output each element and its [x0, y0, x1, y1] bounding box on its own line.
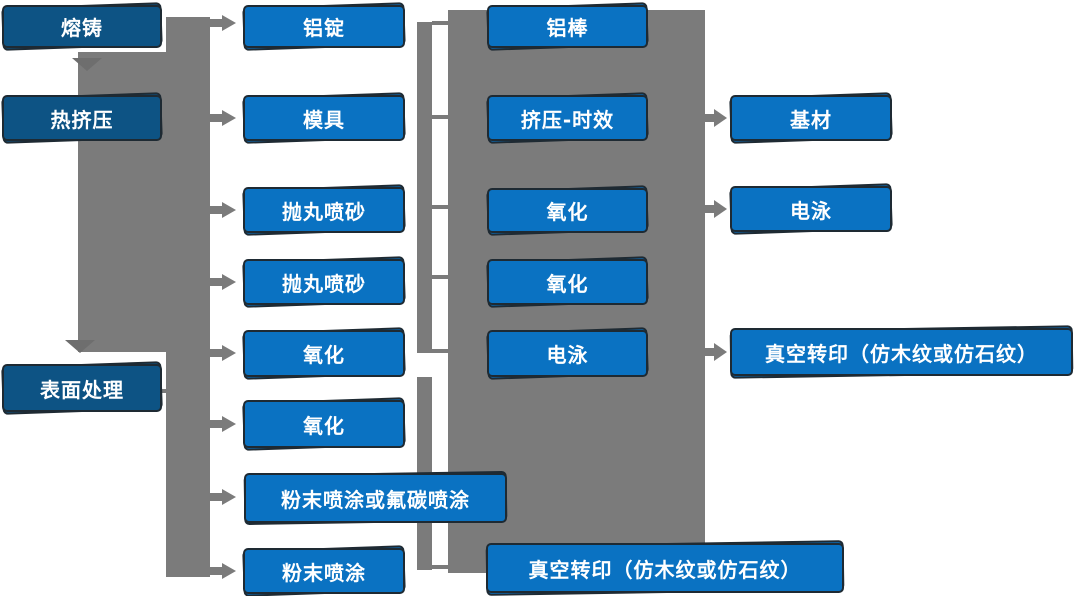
connector-bridge-6	[432, 565, 448, 569]
arm-to-anodizing-1	[210, 349, 222, 357]
connector-band-left-narrow	[166, 17, 210, 577]
node-anodizing-1-label: 氧化	[243, 330, 405, 377]
connector-line-surface-treatment	[161, 389, 173, 393]
connector-bridge-5	[432, 349, 448, 353]
node-anodizing-4: 氧化	[487, 259, 648, 305]
node-base-material: 基材	[730, 95, 892, 141]
arrow-to-shot-blast-1	[222, 202, 236, 218]
node-extrusion-aging: 挤压-时效	[487, 95, 648, 141]
node-hot-extrusion: 热挤压	[2, 95, 162, 141]
node-hot-extrusion-label: 热挤压	[2, 95, 162, 141]
node-electrophoresis-1: 电泳	[487, 330, 648, 377]
node-shot-blast-1: 抛丸喷砂	[243, 187, 405, 233]
arm-to-powder-coating	[210, 567, 222, 575]
arrow-to-electrophoresis-2	[714, 200, 727, 218]
arrow-to-anodizing-1	[222, 345, 236, 361]
node-anodizing-2: 氧化	[243, 400, 405, 448]
node-powder-coating: 粉末喷涂	[243, 548, 405, 594]
node-anodizing-4-label: 氧化	[487, 259, 648, 305]
node-aluminum-rod: 铝棒	[487, 5, 648, 48]
node-aluminum-rod-label: 铝棒	[487, 5, 648, 48]
connector-bridge-2	[432, 115, 448, 119]
arrow-to-powder-or-fluoro	[222, 489, 236, 505]
node-electrophoresis-1-label: 电泳	[487, 330, 648, 377]
node-anodizing-1: 氧化	[243, 330, 405, 377]
connector-bridge-1	[432, 21, 448, 25]
node-extrusion-aging-label: 挤压-时效	[487, 95, 648, 141]
node-shot-blast-2: 抛丸喷砂	[243, 259, 405, 305]
node-vacuum-transfer-1: 真空转印（仿木纹或仿石纹）	[730, 328, 1073, 376]
node-melting-casting-label: 熔铸	[2, 5, 162, 48]
arrow-to-aluminum-ingot	[222, 15, 236, 31]
arrow-to-vacuum-transfer-1	[714, 343, 727, 361]
node-vacuum-transfer-1-label: 真空转印（仿木纹或仿石纹）	[730, 328, 1073, 376]
node-anodizing-2-label: 氧化	[243, 400, 405, 448]
node-vacuum-transfer-2: 真空转印（仿木纹或仿石纹）	[486, 543, 844, 593]
arm-to-shot-blast-2	[210, 278, 222, 286]
node-electrophoresis-2-label: 电泳	[730, 186, 892, 232]
node-melting-casting: 熔铸	[2, 5, 162, 48]
node-vacuum-transfer-2-label: 真空转印（仿木纹或仿石纹）	[486, 543, 844, 593]
arm-to-electrophoresis-2	[705, 205, 714, 213]
node-surface-treatment: 表面处理	[2, 364, 162, 412]
arm-to-aluminum-ingot	[210, 19, 222, 27]
arrow-to-anodizing-2	[222, 416, 236, 432]
arm-to-shot-blast-1	[210, 206, 222, 214]
arm-to-powder-or-fluoro	[210, 493, 222, 501]
arrow-down-to-surface-treatment	[65, 340, 95, 353]
arrow-to-shot-blast-2	[222, 274, 236, 290]
node-powder-coating-label: 粉末喷涂	[243, 548, 405, 594]
connector-bridge-3	[432, 205, 448, 209]
arm-to-mold	[210, 114, 222, 122]
connector-bridge-4	[432, 275, 448, 279]
arrow-to-base-material	[714, 109, 727, 127]
node-shot-blast-1-label: 抛丸喷砂	[243, 187, 405, 233]
node-surface-treatment-label: 表面处理	[2, 364, 162, 412]
node-mold-label: 模具	[243, 95, 405, 141]
node-mold: 模具	[243, 95, 405, 141]
arm-to-anodizing-2	[210, 420, 222, 428]
node-aluminum-ingot: 铝锭	[243, 5, 405, 48]
arm-to-base-material	[705, 114, 714, 122]
node-aluminum-ingot-label: 铝锭	[243, 5, 405, 48]
node-powder-or-fluoro-label: 粉末喷涂或氟碳喷涂	[244, 473, 507, 523]
arrow-to-powder-coating	[222, 563, 236, 579]
arrow-down-to-hot-extrusion	[72, 58, 102, 71]
node-powder-or-fluoro: 粉末喷涂或氟碳喷涂	[244, 473, 507, 523]
arrow-to-mold	[222, 110, 236, 126]
node-anodizing-3-label: 氧化	[487, 188, 648, 233]
arm-to-vacuum-transfer-1	[705, 348, 714, 356]
node-base-material-label: 基材	[730, 95, 892, 141]
node-electrophoresis-2: 电泳	[730, 186, 892, 232]
connector-band-mid-upper	[417, 22, 432, 353]
node-shot-blast-2-label: 抛丸喷砂	[243, 259, 405, 305]
node-anodizing-3: 氧化	[487, 188, 648, 233]
